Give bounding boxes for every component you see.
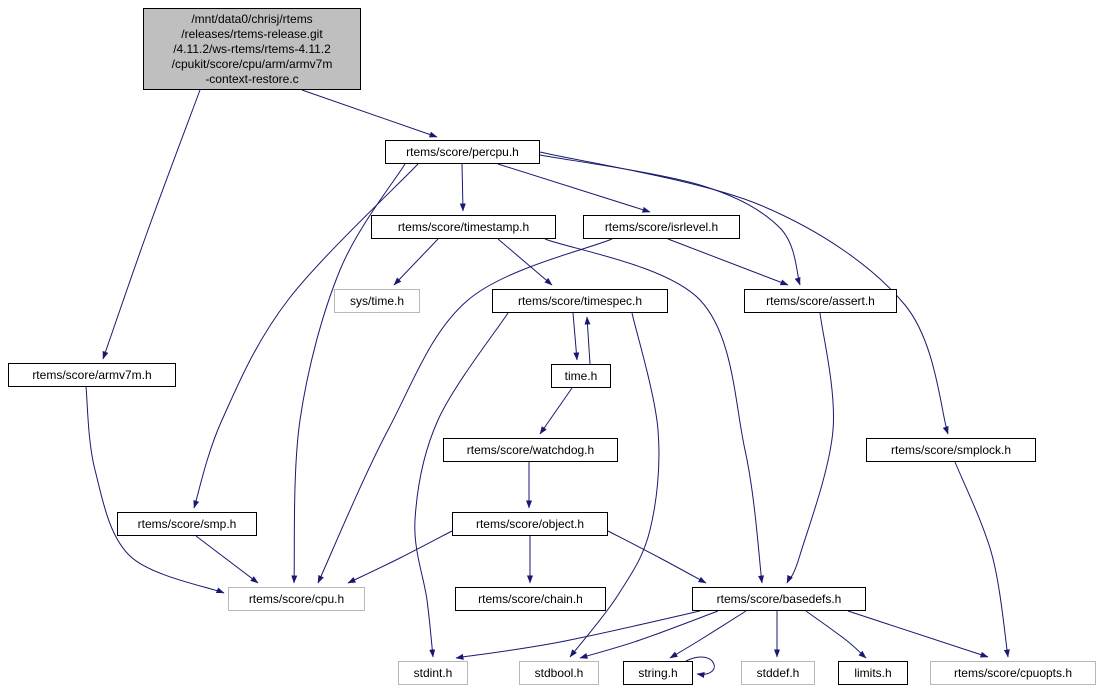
edge-basedefs-stdint bbox=[455, 610, 701, 660]
node-stddef: stddef.h bbox=[741, 661, 815, 685]
node-chain[interactable]: rtems/score/chain.h bbox=[455, 587, 606, 611]
edge-smp-cpu bbox=[195, 535, 259, 584]
edge-basedefs-stdbool bbox=[579, 610, 719, 659]
edge-timestamp-timespec bbox=[497, 238, 553, 286]
edge-string-string bbox=[685, 656, 715, 678]
edge-percpu-timestamp bbox=[459, 163, 466, 212]
node-time[interactable]: time.h bbox=[551, 364, 611, 388]
edge-percpu-isrlevel bbox=[497, 163, 651, 213]
edge-armv7m-cpu bbox=[85, 386, 225, 594]
edge-basedefs-limits bbox=[805, 610, 867, 659]
edge-object-basedefs bbox=[607, 530, 707, 584]
edge-basedefs-string bbox=[669, 610, 747, 659]
edge-timestamp-systime bbox=[393, 238, 439, 286]
edge-timestamp-basedefs bbox=[544, 238, 765, 584]
edge-time-timespec bbox=[584, 316, 591, 365]
edge-isrlevel-cpu bbox=[317, 238, 613, 584]
node-stdint: stdint.h bbox=[398, 661, 468, 685]
edge-percpu-smplock bbox=[539, 151, 949, 435]
node-object[interactable]: rtems/score/object.h bbox=[452, 512, 608, 536]
edge-assert-basedefs bbox=[786, 312, 834, 584]
node-stdbool: stdbool.h bbox=[519, 661, 599, 685]
node-percpu[interactable]: rtems/score/percpu.h bbox=[385, 140, 540, 164]
edge-percpu-cpu bbox=[291, 163, 406, 584]
node-timespec[interactable]: rtems/score/timespec.h bbox=[492, 289, 668, 313]
edge-timespec-stdbool bbox=[569, 312, 660, 658]
node-watchdog[interactable]: rtems/score/watchdog.h bbox=[443, 438, 618, 462]
node-string[interactable]: string.h bbox=[623, 661, 693, 685]
node-assert[interactable]: rtems/score/assert.h bbox=[744, 289, 897, 313]
node-smp[interactable]: rtems/score/smp.h bbox=[117, 512, 257, 536]
node-cpuopts: rtems/score/cpuopts.h bbox=[930, 661, 1096, 685]
node-cfile: /mnt/data0/chrisj/rtems /releases/rtems-… bbox=[143, 8, 361, 90]
node-basedefs[interactable]: rtems/score/basedefs.h bbox=[692, 587, 866, 611]
edge-smplock-cpuopts bbox=[954, 461, 1010, 658]
node-timestamp[interactable]: rtems/score/timestamp.h bbox=[371, 215, 556, 239]
node-limits[interactable]: limits.h bbox=[838, 661, 908, 685]
edge-basedefs-cpuopts bbox=[847, 610, 989, 658]
node-armv7m[interactable]: rtems/score/armv7m.h bbox=[8, 363, 176, 387]
node-systime: sys/time.h bbox=[334, 289, 420, 313]
edge-percpu-assert bbox=[539, 154, 801, 286]
edge-timespec-time bbox=[572, 312, 580, 361]
edge-cfile-armv7m bbox=[102, 89, 201, 360]
edge-isrlevel-assert bbox=[667, 238, 789, 286]
edge-cfile-percpu bbox=[301, 89, 438, 138]
edge-timespec-stdint bbox=[414, 312, 509, 658]
edge-percpu-smp bbox=[193, 163, 419, 509]
edge-time-watchdog bbox=[539, 387, 573, 435]
node-smplock[interactable]: rtems/score/smplock.h bbox=[866, 438, 1036, 462]
node-cpu: rtems/score/cpu.h bbox=[228, 587, 365, 611]
node-isrlevel[interactable]: rtems/score/isrlevel.h bbox=[583, 215, 740, 239]
edge-object-cpu bbox=[347, 530, 453, 584]
